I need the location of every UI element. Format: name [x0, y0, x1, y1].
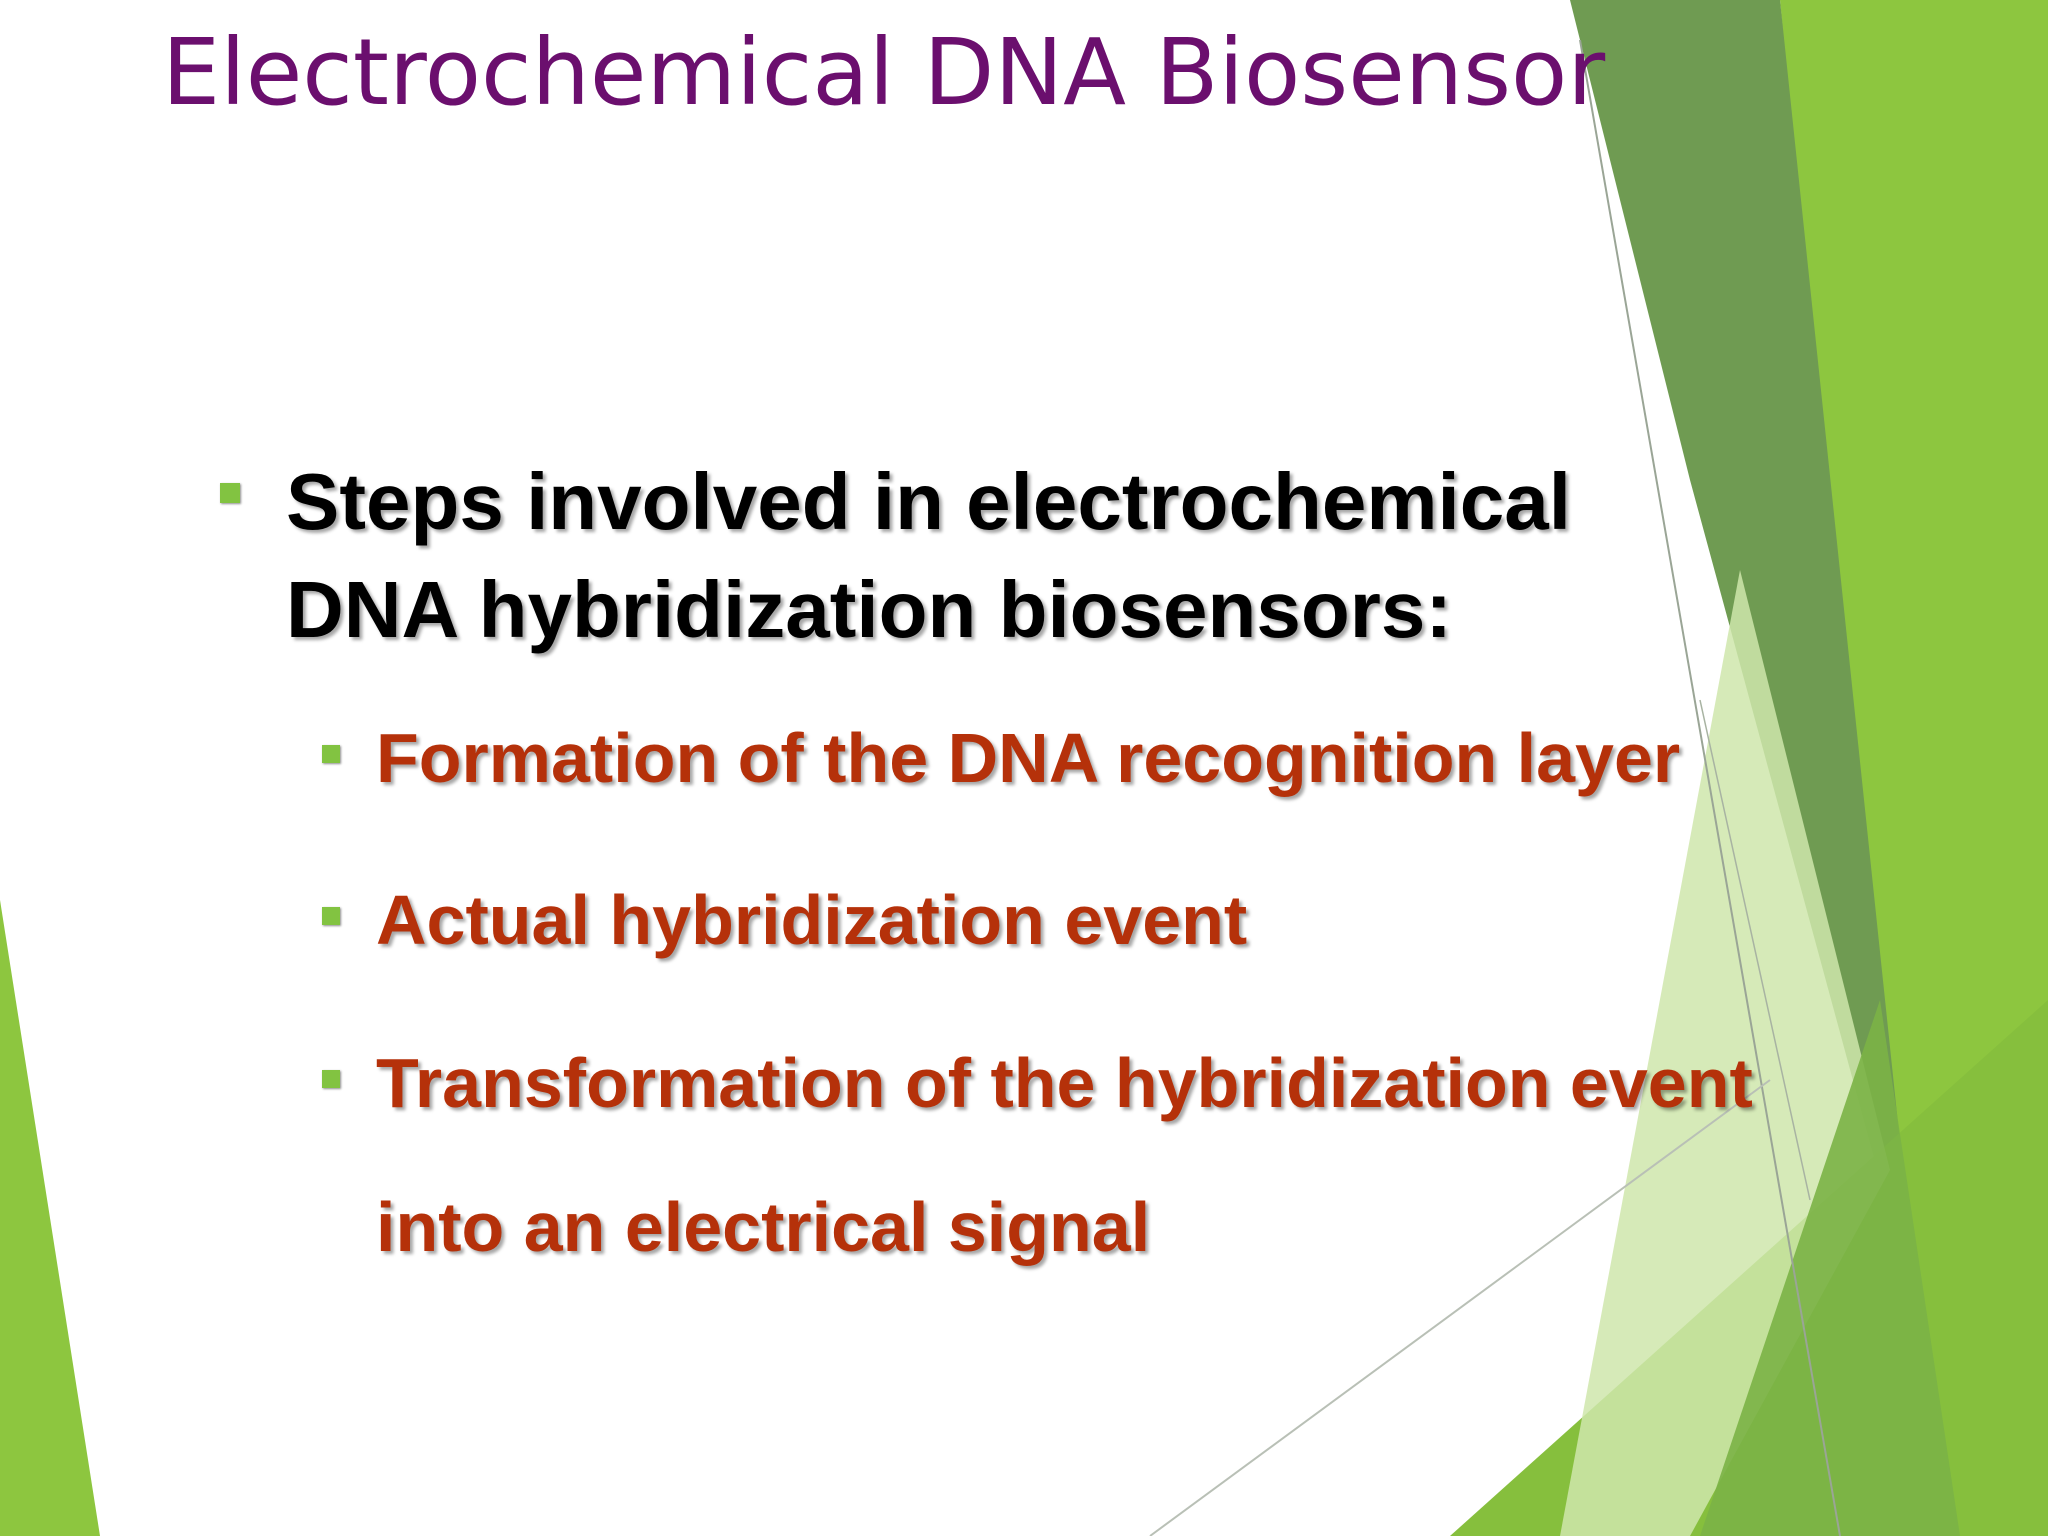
slide-title: Electrochemical DNA Biosensor — [162, 19, 1606, 126]
sub-bullet-3: Transformation of the hybridization even… — [376, 1011, 2016, 1299]
main-bullet-line-1: Steps involved in electrochemical — [286, 457, 1571, 546]
left-green-sliver — [0, 900, 100, 1536]
sub-bullet-square-icon — [322, 745, 340, 763]
main-bullet: Steps involved in electrochemical DNA hy… — [286, 448, 1786, 664]
sub-bullet-2: Actual hybridization event — [376, 848, 2016, 992]
sub-bullet-1: Formation of the DNA recognition layer — [376, 686, 2016, 830]
sub-bullet-square-icon — [322, 1070, 340, 1088]
sub-bullet-square-icon — [322, 907, 340, 925]
sub-bullet-1-text: Formation of the DNA recognition layer — [376, 719, 1681, 797]
sub-bullet-2-text: Actual hybridization event — [376, 881, 1248, 959]
sub-bullet-3-line-1: Transformation of the hybridization even… — [376, 1044, 1753, 1122]
thin-line-1 — [1579, 39, 1841, 1536]
main-bullet-square-icon — [220, 483, 240, 503]
thin-line-3 — [1699, 699, 1811, 1201]
sub-bullet-3-line-2: into an electrical signal — [376, 1188, 1151, 1266]
mid-green-band — [1700, 1000, 1960, 1536]
thin-line-2 — [1149, 1079, 1771, 1536]
main-bullet-line-2: DNA hybridization biosensors: — [286, 565, 1453, 654]
